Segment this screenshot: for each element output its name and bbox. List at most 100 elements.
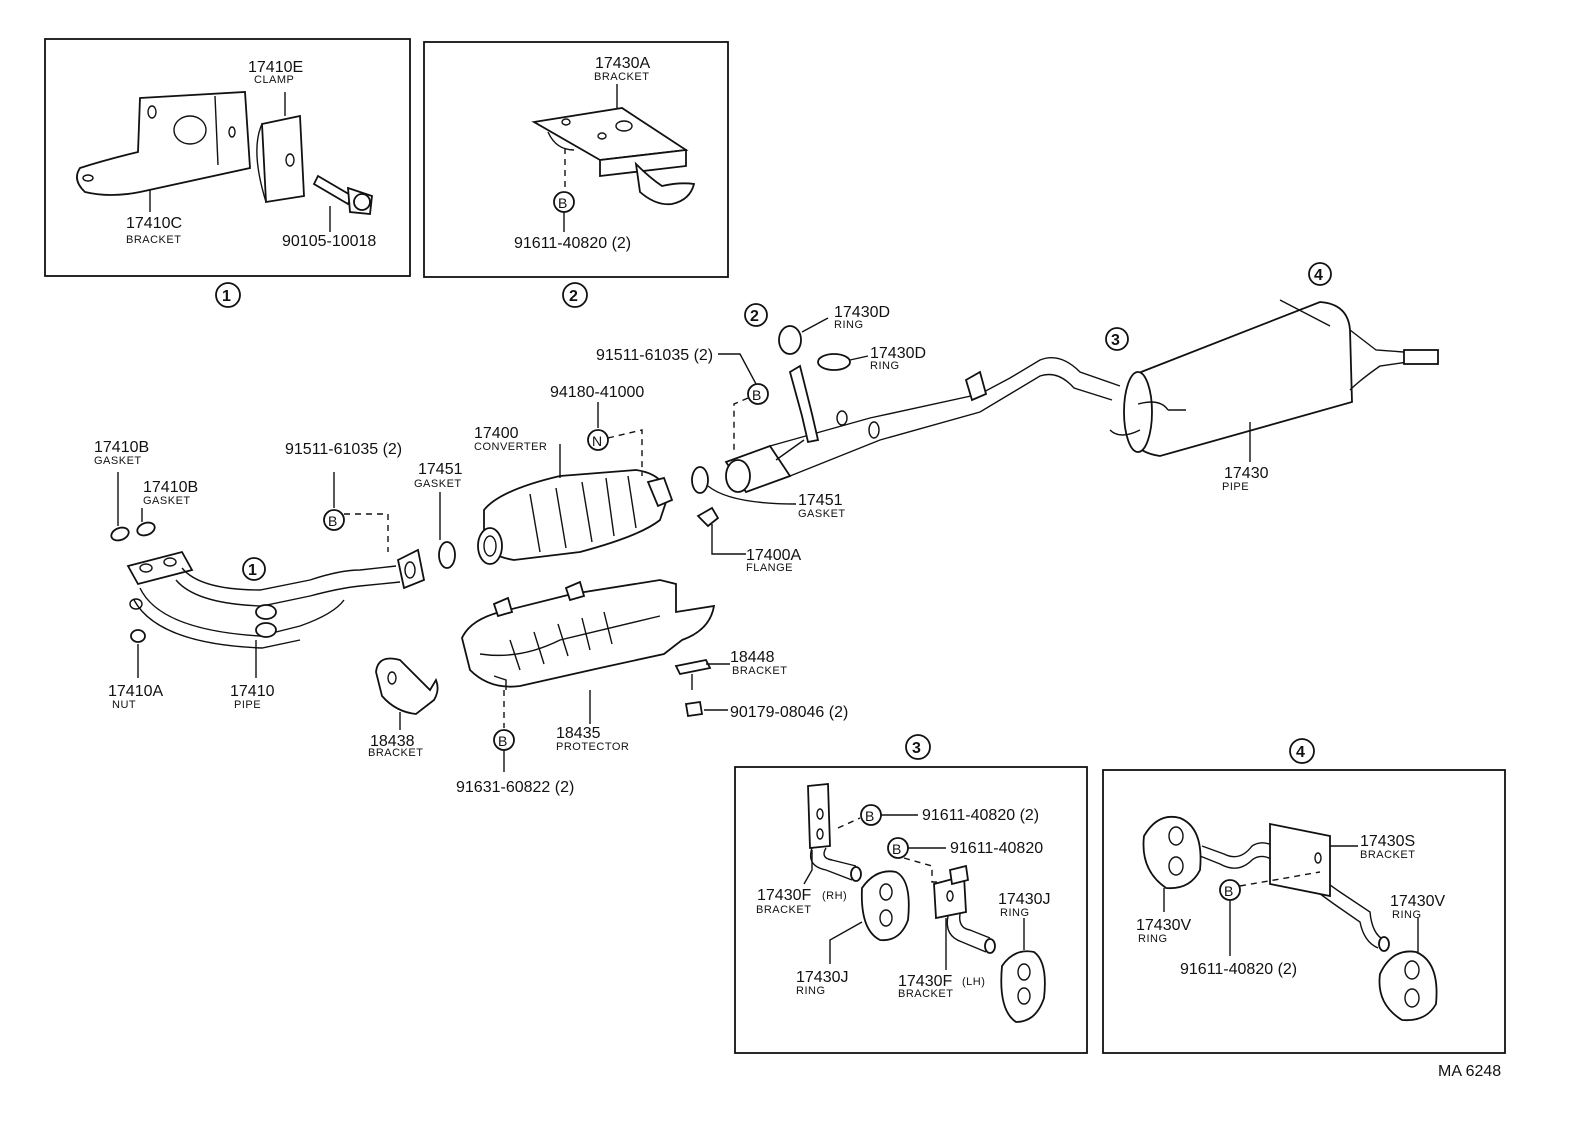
flange-17400a-drawing bbox=[696, 506, 720, 528]
callout-2-main-label: 2 bbox=[750, 308, 759, 325]
leader-17430f-rh bbox=[803, 850, 813, 885]
part-18435-number: 18435 bbox=[556, 725, 601, 742]
part-90105-number: 90105-10018 bbox=[282, 233, 376, 250]
leader-dashed-b-left bbox=[344, 513, 389, 552]
part-94180-number: 94180-41000 bbox=[550, 384, 644, 401]
protector-18435-drawing bbox=[461, 579, 716, 690]
bolt-b-4-label: B bbox=[1224, 883, 1233, 899]
leader-17430d-2 bbox=[849, 355, 869, 361]
part-17410e-number: 17410E bbox=[248, 59, 303, 76]
center-pipe-drawing bbox=[724, 357, 1121, 494]
muffler-17430-drawing bbox=[1109, 299, 1439, 457]
part-17430v-2-number: 17430V bbox=[1390, 893, 1445, 910]
gasket-17451-left-drawing bbox=[438, 541, 456, 569]
part-17430-name: PIPE bbox=[1222, 481, 1249, 493]
converter-17400-drawing bbox=[477, 469, 674, 565]
bracket-18438-drawing bbox=[375, 657, 439, 715]
clamp-17410e-drawing bbox=[256, 92, 305, 204]
part-91611-3b-number: 91611-40820 bbox=[950, 840, 1043, 857]
part-17430s-name: BRACKET bbox=[1360, 849, 1415, 861]
part-17430v-1-name: RING bbox=[1138, 933, 1168, 945]
part-17400a-name: FLANGE bbox=[746, 562, 793, 574]
gasket-17451-right-drawing bbox=[691, 466, 709, 494]
callout-circle-3-main bbox=[1105, 327, 1129, 351]
part-17430s-number: 17430S bbox=[1360, 833, 1415, 850]
leader-dashed-3a bbox=[837, 817, 861, 829]
part-17430a-number: 17430A bbox=[595, 55, 650, 72]
part-17451-left-name: GASKET bbox=[414, 478, 462, 490]
part-18438-name: BRACKET bbox=[368, 747, 423, 759]
part-17430d-1-name: RING bbox=[834, 319, 864, 331]
callout-circle-2 bbox=[562, 282, 588, 308]
part-17430j-2-number: 17430J bbox=[998, 891, 1051, 908]
bolt-b-3b-label: B bbox=[892, 841, 901, 857]
leader-91511-right bbox=[718, 353, 757, 385]
part-17451-left-number: 17451 bbox=[418, 461, 463, 478]
bolt-b-left-label: B bbox=[328, 513, 337, 529]
part-17430d-1-number: 17430D bbox=[834, 304, 890, 321]
part-17451-right-number: 17451 bbox=[798, 492, 843, 509]
part-17430f-lh-name: BRACKET bbox=[898, 988, 953, 1000]
part-18448-number: 18448 bbox=[730, 649, 775, 666]
part-17430f-rh-number: 17430F bbox=[757, 887, 811, 904]
leader-17400a bbox=[711, 524, 746, 555]
part-91511-right-number: 91511-61035 (2) bbox=[596, 347, 713, 364]
ring-17430d-1-drawing bbox=[778, 325, 802, 355]
bracket-17430a-drawing bbox=[531, 107, 696, 206]
part-17410-number: 17410 bbox=[230, 683, 275, 700]
front-pipe-17410-drawing bbox=[126, 548, 426, 649]
bolt-90105-drawing bbox=[312, 174, 373, 232]
part-91611-top-number: 91611-40820 (2) bbox=[514, 235, 631, 252]
part-17430a-name: BRACKET bbox=[594, 71, 649, 83]
callout-4-main-label: 4 bbox=[1314, 267, 1323, 284]
callout-circle-3 bbox=[905, 734, 931, 760]
gaskets-17410b-drawing bbox=[110, 472, 156, 542]
bolt-b-right-label: B bbox=[752, 387, 761, 403]
part-18438-number: 18438 bbox=[370, 733, 415, 750]
part-17430j-2-name: RING bbox=[1000, 907, 1030, 919]
part-18448-name: BRACKET bbox=[732, 665, 787, 677]
part-17430-number: 17430 bbox=[1224, 465, 1269, 482]
leader-dashed-b-4 bbox=[1239, 871, 1321, 887]
part-17430f-lh-side: (LH) bbox=[962, 976, 985, 988]
callout-1-label: 1 bbox=[222, 288, 231, 305]
part-17430f-rh-side: (RH) bbox=[822, 890, 847, 902]
part-17410a-name: NUT bbox=[112, 699, 136, 711]
part-17430d-2-name: RING bbox=[870, 360, 900, 372]
nut-17410a-drawing bbox=[130, 629, 146, 643]
detail-box-1 bbox=[44, 38, 411, 277]
part-17410b-1-number: 17410B bbox=[94, 439, 149, 456]
leader-17451-right bbox=[707, 485, 797, 505]
nut-callout-n bbox=[587, 429, 609, 451]
ring-17430j-1-drawing bbox=[860, 870, 910, 942]
part-17400-name: CONVERTER bbox=[474, 441, 547, 453]
part-17451-right-name: GASKET bbox=[798, 508, 846, 520]
callout-circle-4 bbox=[1289, 738, 1315, 764]
bolt-b-box2-label: B bbox=[558, 195, 567, 211]
part-17410b-2-number: 17410B bbox=[143, 479, 198, 496]
diagram-code: MA 6248 bbox=[1438, 1063, 1501, 1080]
callout-3-main-label: 3 bbox=[1111, 332, 1120, 349]
callout-circle-1 bbox=[215, 282, 241, 308]
part-17410b-1-name: GASKET bbox=[94, 455, 142, 467]
leader-dashed-n bbox=[607, 429, 643, 476]
leader-17430d-1 bbox=[801, 317, 829, 333]
detail-box-4 bbox=[1102, 769, 1506, 1054]
bolt-callout-b-right bbox=[747, 383, 769, 405]
part-17400a-number: 17400A bbox=[746, 547, 801, 564]
ring-17430j-2-drawing bbox=[1000, 950, 1046, 1023]
bracket-17430f-rh-drawing bbox=[807, 783, 862, 882]
ring-17430d-2-drawing bbox=[817, 353, 851, 371]
bracket-18448-drawing bbox=[674, 658, 712, 718]
bolt-b-3a-label: B bbox=[865, 808, 874, 824]
callout-4-label: 4 bbox=[1296, 744, 1305, 761]
part-17410c-name: BRACKET bbox=[126, 234, 181, 246]
part-17430j-1-number: 17430J bbox=[796, 969, 849, 986]
part-91511-left-number: 91511-61035 (2) bbox=[285, 441, 402, 458]
bracket-17410c-drawing bbox=[76, 91, 251, 196]
callout-circle-2-main bbox=[744, 303, 768, 327]
bolt-callout-b-left bbox=[323, 509, 345, 531]
detail-box-3 bbox=[734, 766, 1088, 1054]
